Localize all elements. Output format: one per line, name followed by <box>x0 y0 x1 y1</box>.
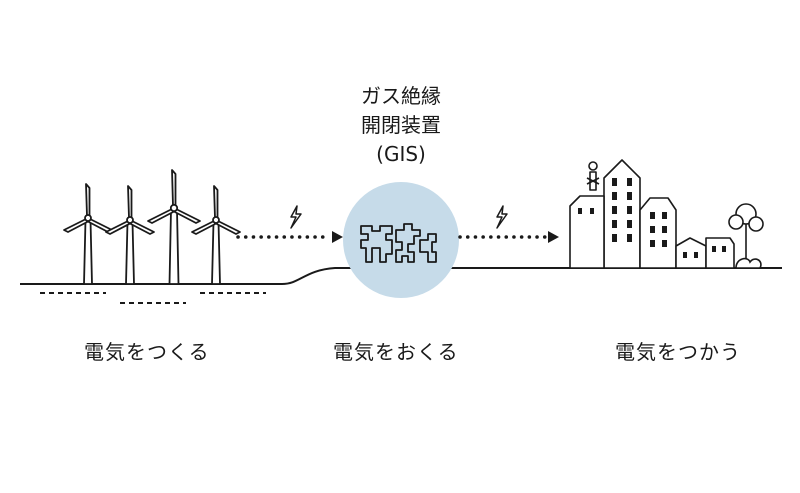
stage-label-use: 電気をつかう <box>615 340 741 364</box>
wind-turbine-icon <box>147 169 201 285</box>
lightning-icon <box>496 205 508 229</box>
wind-turbine-icon <box>191 185 241 285</box>
gis-label: ガス絶縁 開閉装置 (GIS) <box>338 82 464 169</box>
stage-label-transmit: 電気をおくる <box>333 340 459 364</box>
gis-label-line1: ガス絶縁 <box>361 84 441 108</box>
gis-highlight-circle <box>343 182 459 298</box>
lightning-icon <box>290 205 302 229</box>
wind-turbine-icon <box>105 185 155 285</box>
wind-farm <box>63 169 241 285</box>
arrow-icon <box>458 231 559 243</box>
water-dashes <box>40 292 266 304</box>
ground-line <box>20 267 782 285</box>
gis-equipment-icon <box>360 223 437 263</box>
wind-turbine-icon <box>63 183 113 285</box>
building-windows <box>578 178 726 258</box>
stage-label-generate: 電気をつくる <box>84 340 210 364</box>
gis-label-line2: 開閉装置 <box>361 113 441 137</box>
arrow-icon <box>236 231 343 243</box>
gis-label-line3: (GIS) <box>376 142 426 166</box>
tree-icon <box>728 203 764 269</box>
